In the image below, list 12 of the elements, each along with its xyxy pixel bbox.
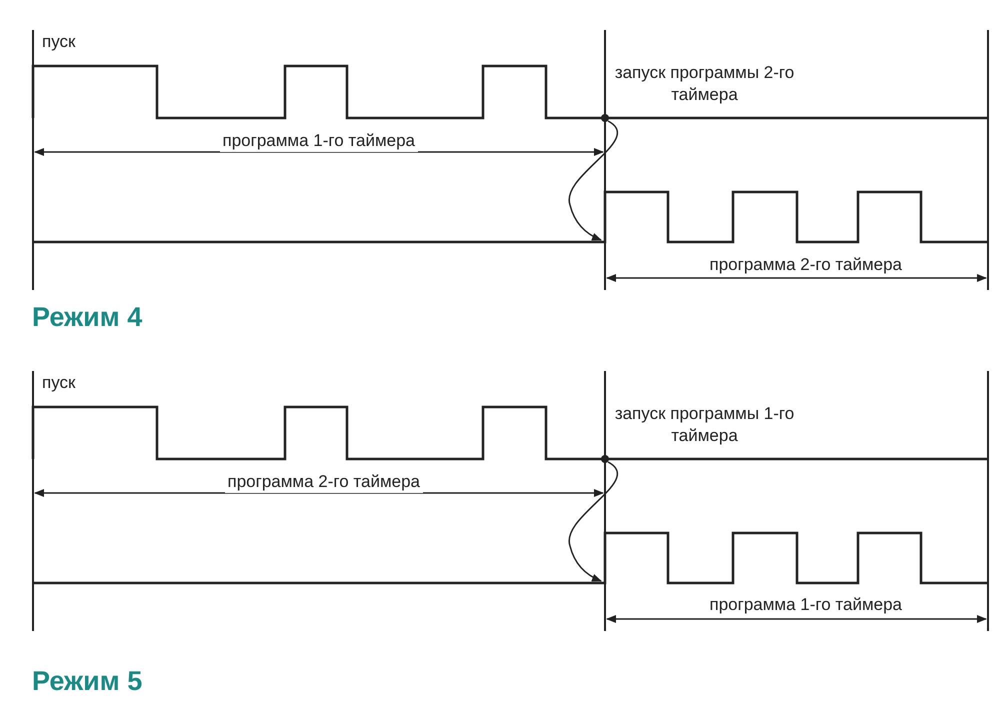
mode-heading: Режим 5 <box>32 670 142 692</box>
junction-dot <box>601 114 609 122</box>
event-label: запуск программы 1-го таймера <box>614 403 796 447</box>
curved-arrow <box>568 120 618 241</box>
curved-arrow <box>568 461 618 582</box>
dimension-label: программа 2-го таймера <box>224 471 423 493</box>
mode-heading: Режим 4 <box>32 306 142 328</box>
start-label: пуск <box>42 31 76 53</box>
dimension-label: программа 1-го таймера <box>220 130 418 152</box>
junction-dot <box>601 455 609 463</box>
event-label: запуск программы 2-го таймера <box>614 62 796 106</box>
start-label: пуск <box>42 372 76 394</box>
